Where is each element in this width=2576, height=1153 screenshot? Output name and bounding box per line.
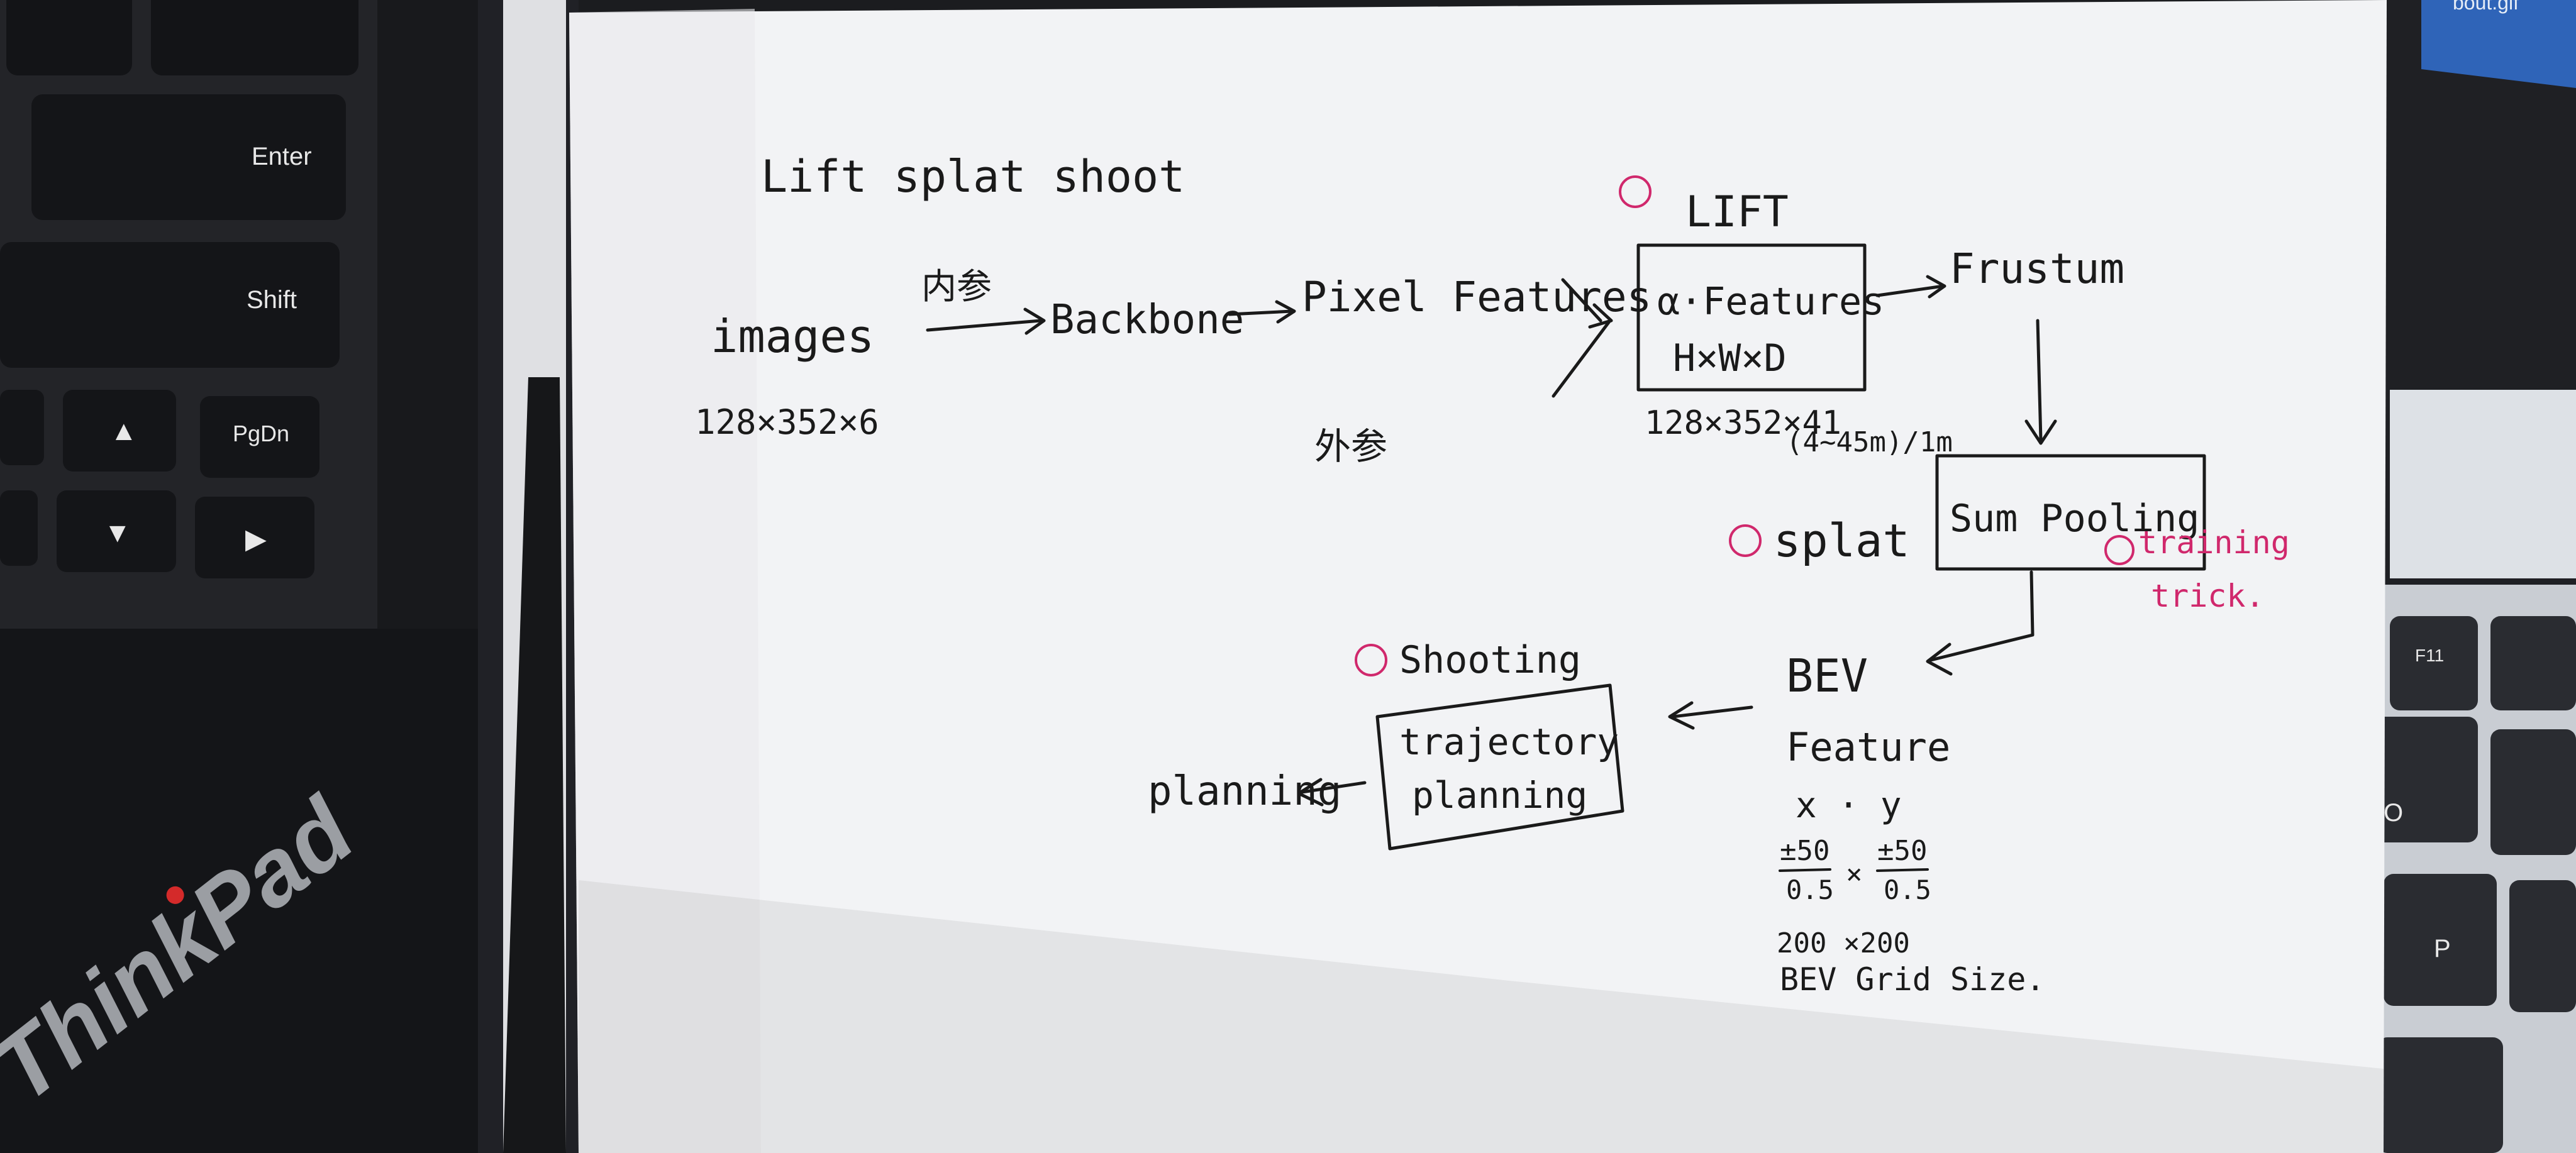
traj-line2: planning	[1412, 774, 1587, 817]
trajectory-box	[1375, 683, 1624, 851]
enter-key	[31, 94, 346, 220]
pgdn-key	[200, 396, 319, 478]
svg-text:bout.gif: bout.gif	[2453, 0, 2519, 14]
diagram: Lift splat shoot images 128×352×6 内参 Bac…	[695, 151, 2290, 998]
trick-line2: trick.	[2151, 578, 2265, 614]
grid-den-y: 0.5	[1884, 874, 1931, 905]
arrow-pixel-lift	[1561, 278, 1602, 323]
arrow-frustum-splat	[2036, 319, 2043, 442]
intrinsics-label: 内参	[921, 267, 992, 307]
svg-text:F11: F11	[2415, 646, 2444, 665]
left-laptop: Enter Shift ▲ PgDn ▼ ▶ ThinkPad	[0, 0, 566, 1153]
lift-title: LIFT	[1685, 187, 1789, 237]
enter-key-label: Enter	[252, 143, 312, 170]
arrow-down-icon: ▼	[104, 517, 131, 548]
shooting-marker-icon	[1355, 644, 1387, 676]
images-dims: 128×352×6	[695, 402, 879, 442]
bev-line1: BEV	[1786, 649, 1868, 702]
arrow-right-key	[195, 497, 314, 578]
arrow-down-key	[57, 490, 176, 572]
lift-box-line2: H×W×D	[1673, 336, 1787, 380]
right-laptop: bout.gif F11 O P	[2365, 0, 2576, 1153]
screen-corner	[2421, 0, 2576, 88]
arrow-backbone-pixel	[1228, 309, 1294, 316]
grid-size: 200 ×200	[1777, 927, 1910, 959]
svg-text:P: P	[2434, 935, 2451, 963]
o-key	[2365, 717, 2478, 842]
diagram-title: Lift splat shoot	[761, 151, 1185, 202]
backbone-node: Backbone	[1050, 297, 1244, 343]
trackpoint-dot-icon	[166, 886, 184, 904]
arrow-up-icon: ▲	[110, 416, 138, 446]
grid-label: BEV Grid Size.	[1780, 961, 2045, 998]
f11-key	[2390, 616, 2478, 710]
keyboard-keys: Enter Shift ▲ PgDn ▼ ▶	[0, 0, 358, 578]
sum-pooling-label: Sum Pooling	[1950, 497, 2199, 541]
lift-dims: 128×352×41	[1645, 404, 1841, 442]
pgdn-key-label: PgDn	[233, 421, 289, 446]
bev-xy: x · y	[1796, 785, 1902, 826]
splat-label: splat	[1774, 514, 1910, 567]
svg-text:O: O	[2384, 799, 2403, 827]
images-node: images	[711, 310, 874, 363]
p-key	[2384, 874, 2497, 1006]
shift-key	[0, 242, 340, 368]
lift-depth: (4~45m)/1m	[1786, 426, 1953, 458]
grid-num-x: ±50	[1780, 835, 1829, 867]
sum-pooling-box	[1935, 454, 2206, 571]
frustum-node: Frustum	[1950, 245, 2124, 293]
trick-line1: training	[2138, 524, 2290, 561]
arrow-right-icon: ▶	[245, 524, 267, 554]
pen-icon	[503, 377, 566, 1153]
planning-node: planning	[1148, 768, 1341, 815]
grid-den-x: 0.5	[1786, 874, 1834, 905]
arrow-lift-frustum	[1875, 284, 1945, 297]
arrow-images-backbone	[926, 319, 1043, 332]
pixel-features-node: Pixel Features	[1302, 273, 1652, 321]
grid-times: ×	[1846, 858, 1863, 890]
lift-marker-icon	[1619, 175, 1652, 208]
shooting-label: Shooting	[1399, 638, 1581, 682]
trick-marker-icon	[2104, 535, 2135, 565]
arrow-splat-bev	[1929, 570, 2035, 662]
shift-key-label: Shift	[247, 286, 297, 314]
splat-marker-icon	[1729, 524, 1762, 557]
bev-line2: Feature	[1786, 724, 1950, 770]
lift-box-line1: α·Features	[1657, 280, 1884, 324]
traj-line1: trajectory	[1399, 720, 1619, 763]
arrow-extrinsics-lift	[1552, 319, 1612, 398]
arrow-traj-planning	[1300, 781, 1367, 794]
grid-num-y: ±50	[1877, 835, 1927, 867]
extrinsics-label: 外参	[1314, 425, 1387, 468]
shadow-overlay	[579, 880, 2384, 1153]
arrow-bev-traj	[1671, 705, 1753, 719]
arrow-up-key	[63, 390, 176, 472]
lift-box	[1636, 243, 1867, 392]
